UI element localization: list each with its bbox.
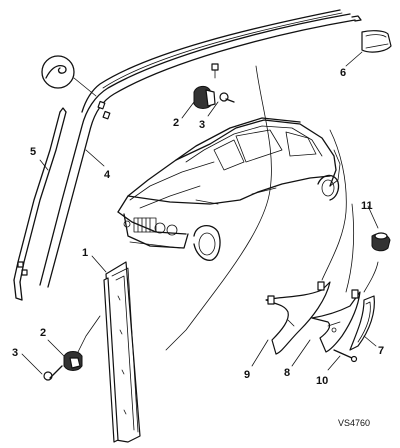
pin-part <box>333 349 358 363</box>
callout-8: 8 <box>284 367 290 379</box>
grommet-part <box>371 232 391 252</box>
clip-detail-circle <box>41 55 97 97</box>
end-cap-part <box>361 30 392 53</box>
callout-3-lower: 3 <box>12 347 18 359</box>
callout-7: 7 <box>378 345 384 357</box>
trim-finisher-7 <box>349 295 375 351</box>
leader-lines <box>77 65 379 353</box>
callout-4: 4 <box>104 169 111 181</box>
callout-6: 6 <box>340 67 346 79</box>
callout-2-upper: 2 <box>173 117 179 129</box>
trim-finisher-8 <box>311 289 361 353</box>
callout-9: 9 <box>244 369 250 381</box>
callout-10: 10 <box>316 375 328 387</box>
callout-leaders <box>21 51 379 375</box>
callout-2-lower: 2 <box>40 327 46 339</box>
upper-clip-and-screw <box>193 63 235 109</box>
callout-11: 11 <box>361 200 373 212</box>
trim-finisher-9 <box>265 281 331 355</box>
callout-1: 1 <box>82 247 88 259</box>
pillar-finisher-part <box>103 261 141 443</box>
callout-5: 5 <box>30 146 36 158</box>
callout-3-upper: 3 <box>199 119 205 131</box>
reference-code: VS4760 <box>338 418 370 428</box>
car-outline <box>117 117 341 261</box>
drip-moulding-assembly <box>13 9 362 301</box>
lower-clip-and-screw <box>43 351 83 381</box>
